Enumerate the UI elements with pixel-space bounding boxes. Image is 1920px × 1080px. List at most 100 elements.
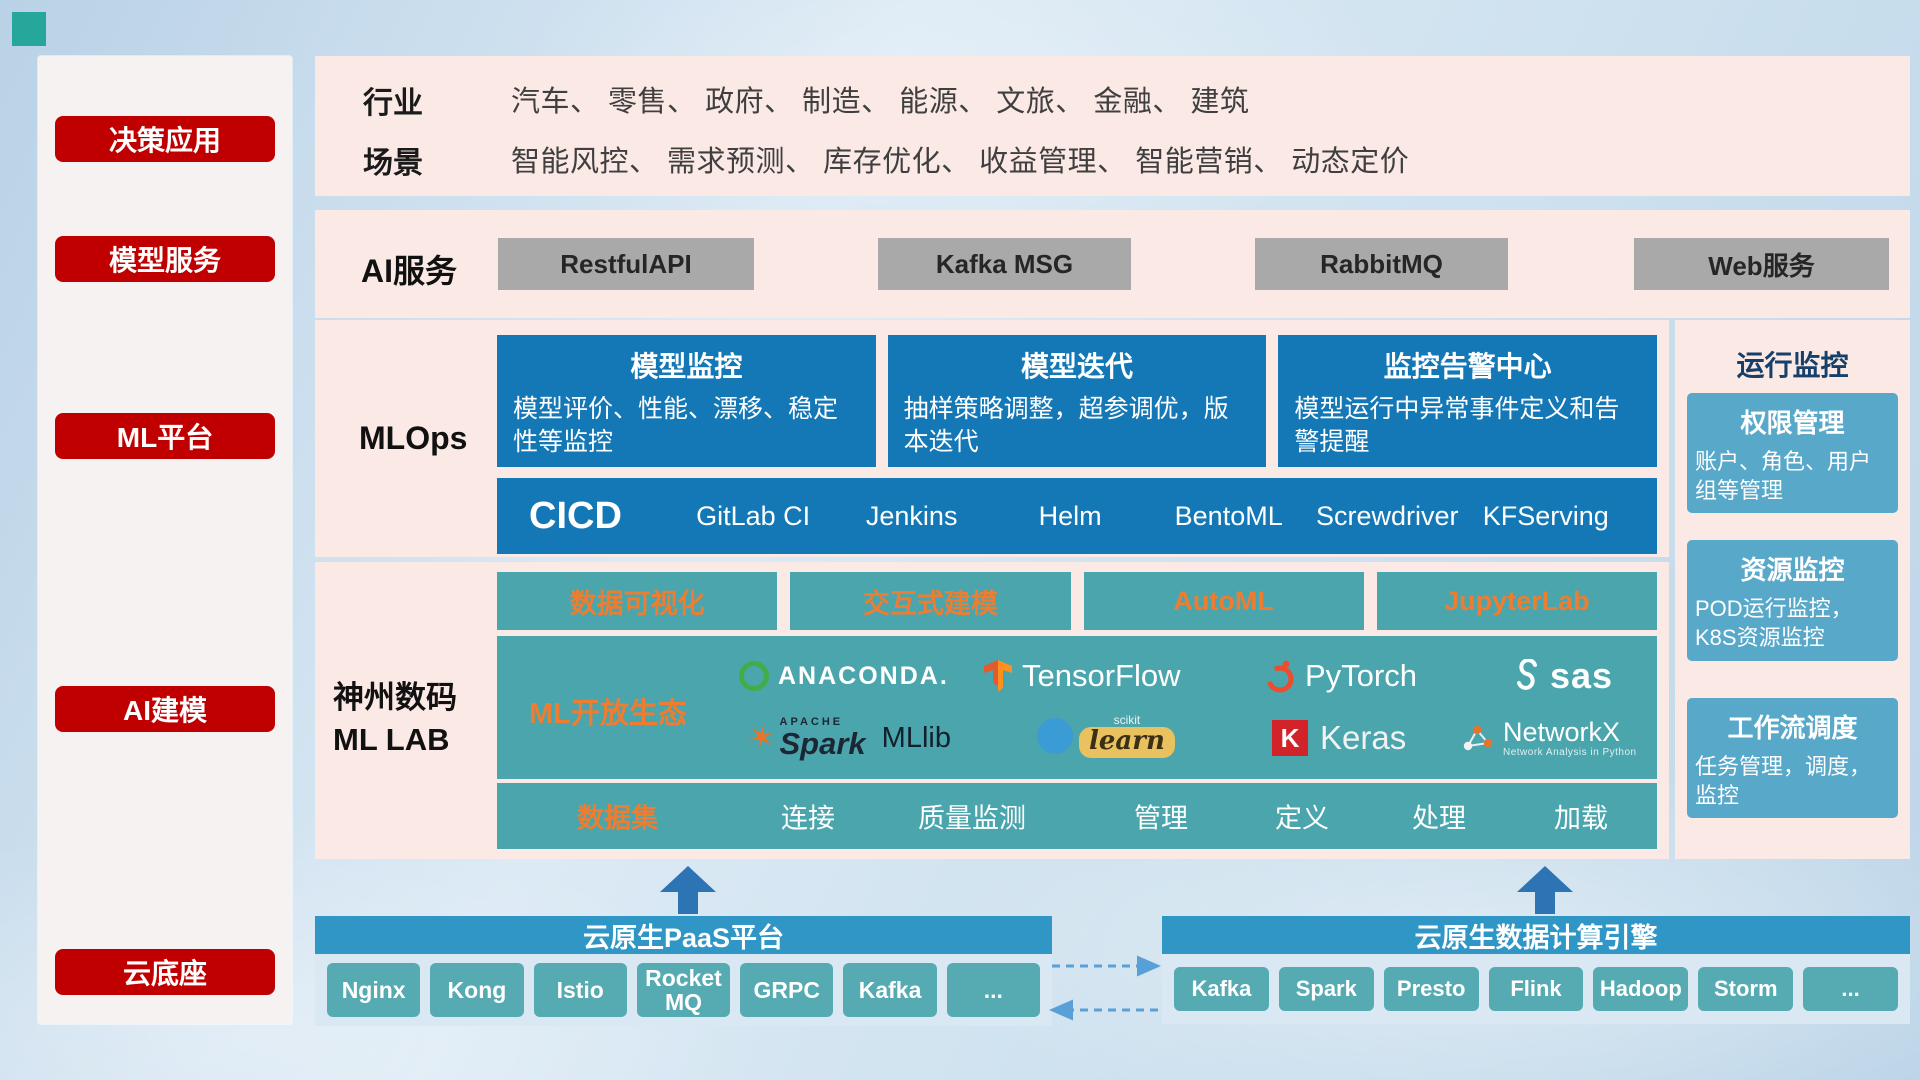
dataset-item-load: 加载 xyxy=(1554,803,1608,834)
sidebar-item-ml-platform: ML平台 xyxy=(55,413,275,459)
paas-chip-nginx: Nginx xyxy=(327,963,421,1017)
scikit-learn-icon xyxy=(1037,718,1073,754)
networkx-logo: NetworkX Network Analysis in Python xyxy=(1459,716,1637,760)
workflow-scheduling-title: 工作流调度 xyxy=(1727,713,1858,743)
mllab-label: 神州数码 ML LAB xyxy=(333,677,457,761)
sidebar-item-model-service: 模型服务 xyxy=(55,236,275,282)
ai-service-rabbitmq: RabbitMQ xyxy=(1255,238,1508,290)
arrow-head xyxy=(660,866,716,892)
permission-management-desc: 账户、角色、用户组等管理 xyxy=(1695,449,1872,503)
up-arrow-right xyxy=(1517,866,1573,914)
model-iteration-card: 模型迭代 抽样策略调整，超参调优，版本迭代 xyxy=(887,335,1267,467)
dataset-item-process: 处理 xyxy=(1412,803,1466,834)
tool-jupyterlab: JupyterLab xyxy=(1376,572,1657,630)
ml-ecosystem-box: ML开放生态 ANACONDA. TensorFlow PyTorch xyxy=(497,636,1657,779)
engine-chip-storm: Storm xyxy=(1698,967,1794,1011)
pytorch-wordmark: PyTorch xyxy=(1305,658,1417,693)
corner-accent-square xyxy=(12,12,46,46)
spark-apache-text: APACHE xyxy=(779,716,844,728)
engine-chip-kafka: Kafka xyxy=(1174,967,1269,1011)
cicd-bar: CICD GitLab CI Jenkins Helm BentoML Scre… xyxy=(497,478,1657,554)
permission-management-title: 权限管理 xyxy=(1740,408,1845,438)
scene-label: 场景 xyxy=(363,147,423,180)
cicd-item-jenkins: Jenkins xyxy=(865,500,958,531)
networkx-wordmark: NetworkX Network Analysis in Python xyxy=(1503,717,1637,759)
engine-chip-spark: Spark xyxy=(1278,967,1374,1011)
arrow-shaft xyxy=(1535,892,1555,914)
workflow-scheduling-card: 工作流调度 任务管理，调度，监控 xyxy=(1687,698,1898,818)
tool-data-visualization: 数据可视化 xyxy=(497,572,778,630)
alert-center-card: 监控告警中心 模型运行中异常事件定义和告警提醒 xyxy=(1278,335,1658,467)
engine-chip-more: ... xyxy=(1803,967,1899,1011)
cicd-label: CICD xyxy=(529,494,622,537)
spark-mllib-logo: ✶ APACHE Spark MLlib xyxy=(743,716,951,761)
anaconda-logo: ANACONDA. xyxy=(739,654,949,698)
spark-text: Spark xyxy=(779,726,866,761)
scene-line: 场景 智能风控、 需求预测、 库存优化、 收益管理、 智能营销、 动态定价 xyxy=(315,138,1910,180)
dataset-item-manage: 管理 xyxy=(1134,803,1188,834)
dataset-label: 数据集 xyxy=(577,803,658,834)
tensorflow-wordmark: TensorFlow xyxy=(1022,658,1181,693)
permission-management-card: 权限管理 账户、角色、用户组等管理 xyxy=(1687,393,1898,513)
cicd-item-kfserving: KFServing xyxy=(1482,500,1609,531)
paas-title: 云原生PaaS平台 xyxy=(582,922,785,953)
tensorflow-icon xyxy=(984,660,1012,692)
sas-icon xyxy=(1517,659,1537,690)
resource-monitoring-card: 资源监控 POD运行监控，K8S资源监控 xyxy=(1687,540,1898,661)
cicd-item-screwdriver: Screwdriver xyxy=(1315,500,1459,531)
engine-chip-presto: Presto xyxy=(1383,967,1479,1011)
cicd-item-bentoml: BentoML xyxy=(1174,500,1283,531)
sas-wordmark: sas xyxy=(1550,655,1614,696)
ai-service-web: Web服务 xyxy=(1634,238,1889,290)
mllab-label-line2: ML LAB xyxy=(333,721,450,757)
engine-chip-hadoop: Hadoop xyxy=(1593,967,1689,1011)
mllib-text: MLlib xyxy=(881,721,951,754)
cicd-item-gitlab-ci: GitLab CI xyxy=(696,500,811,531)
networkx-subtitle: Network Analysis in Python xyxy=(1503,747,1637,759)
ai-service-kafka-msg: Kafka MSG xyxy=(878,238,1131,290)
sidebar-item-decision-apps: 决策应用 xyxy=(55,116,275,162)
mlops-label: MLOps xyxy=(359,420,468,456)
tool-automl: AutoML xyxy=(1083,572,1364,630)
cicd-item-helm: Helm xyxy=(1038,500,1102,531)
keras-wordmark: Keras xyxy=(1320,719,1407,756)
up-arrow-left xyxy=(660,866,716,914)
ai-service-panel: AI服务 RestfulAPI Kafka MSG RabbitMQ Web服务 xyxy=(315,210,1910,318)
arrow-head xyxy=(1517,866,1573,892)
tool-interactive-modeling: 交互式建模 xyxy=(790,572,1071,630)
industry-list: 汽车、 零售、 政府、 制造、 能源、 文旅、 金融、 建筑 xyxy=(511,86,1250,118)
left-category-sidebar: 决策应用 模型服务 ML平台 AI建模 云底座 xyxy=(38,56,292,1024)
ai-service-label: AI服务 xyxy=(361,253,458,289)
engine-title: 云原生数据计算引擎 xyxy=(1414,922,1658,953)
ml-ecosystem-label: ML开放生态 xyxy=(529,698,687,730)
workflow-scheduling-desc: 任务管理，调度，监控 xyxy=(1695,754,1872,808)
sas-logo: sas xyxy=(1512,654,1613,698)
paas-body: Nginx Kong Istio RocketMQ GRPC Kafka ... xyxy=(315,954,1052,1026)
scene-list: 智能风控、 需求预测、 库存优化、 收益管理、 智能营销、 动态定价 xyxy=(511,146,1410,178)
scikit-learn-logo: scikit learn xyxy=(1037,714,1175,758)
model-iteration-desc: 抽样策略调整，超参调优，版本迭代 xyxy=(903,395,1229,456)
engine-chip-flink: Flink xyxy=(1488,967,1584,1011)
paas-chip-rocketmq: RocketMQ xyxy=(636,963,731,1017)
engine-header: 云原生数据计算引擎 xyxy=(1162,916,1910,954)
arrow-shaft xyxy=(678,892,698,914)
scikit-learn-wordmark: scikit learn xyxy=(1079,714,1175,758)
model-monitoring-card: 模型监控 模型评价、性能、漂移、稳定性等监控 xyxy=(497,335,876,467)
model-monitoring-title: 模型监控 xyxy=(630,351,743,382)
model-monitoring-desc: 模型评价、性能、漂移、稳定性等监控 xyxy=(513,395,839,456)
pytorch-logo: PyTorch xyxy=(1263,654,1417,698)
mllab-tool-row: 数据可视化 交互式建模 AutoML JupyterLab xyxy=(497,572,1657,630)
alert-center-desc: 模型运行中异常事件定义和告警提醒 xyxy=(1294,395,1620,456)
industry-scene-panel: 行业 汽车、 零售、 政府、 制造、 能源、 文旅、 金融、 建筑 场景 智能风… xyxy=(315,56,1910,196)
paas-chip-kafka: Kafka xyxy=(843,963,937,1017)
anaconda-wordmark: ANACONDA. xyxy=(778,661,949,690)
dataset-item-define: 定义 xyxy=(1275,803,1329,834)
resource-monitoring-title: 资源监控 xyxy=(1740,555,1845,585)
anaconda-icon xyxy=(739,661,769,691)
paas-chip-kong: Kong xyxy=(430,963,524,1017)
dataset-item-quality: 质量监测 xyxy=(918,803,1026,834)
operation-monitoring-title: 运行监控 xyxy=(1736,350,1849,381)
paas-chip-istio: Istio xyxy=(533,963,627,1017)
spark-wordmark: APACHE Spark xyxy=(779,716,866,761)
